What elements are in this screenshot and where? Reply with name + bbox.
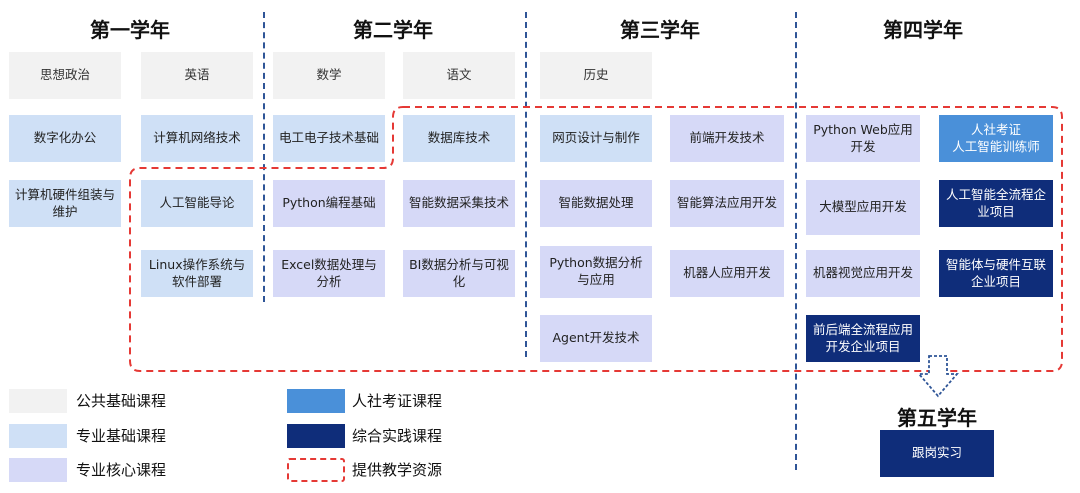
- legend-swatch-core: [9, 458, 67, 482]
- divider-year1-year2: [263, 12, 265, 302]
- course-znt: 智能体与硬件互联企业项目: [939, 250, 1053, 297]
- course-gdsx: 跟岗实习: [880, 430, 994, 477]
- course-rgznqlc: 人工智能全流程企业项目: [939, 180, 1053, 227]
- year-1-heading: 第一学年: [90, 18, 170, 42]
- course-jsjwl: 计算机网络技术: [141, 115, 253, 162]
- course-wysj: 网页设计与制作: [540, 115, 652, 162]
- course-qdkf: 前端开发技术: [670, 115, 784, 162]
- course-szhbg: 数字化办公: [9, 115, 121, 162]
- legend-swatch-public: [9, 389, 67, 413]
- course-yy: 英语: [141, 52, 253, 99]
- course-excel: Excel数据处理与分析: [273, 250, 385, 297]
- course-linux: Linux操作系统与软件部署: [141, 250, 253, 297]
- course-ls: 历史: [540, 52, 652, 99]
- year-2-heading: 第二学年: [353, 18, 433, 42]
- course-dmx: 大模型应用开发: [806, 180, 920, 235]
- course-pybc: Python编程基础: [273, 180, 385, 227]
- year-5-heading: 第五学年: [897, 406, 977, 430]
- course-sjkjs: 数据库技术: [403, 115, 515, 162]
- legend-swatch-practice: [287, 424, 345, 448]
- course-jqsj: 机器视觉应用开发: [806, 250, 920, 297]
- course-pyweb: Python Web应用开发: [806, 115, 920, 162]
- course-qhd: 前后端全流程应用开发企业项目: [806, 315, 920, 362]
- course-rskz: 人社考证 人工智能训练师: [939, 115, 1053, 162]
- course-znsjcl: 智能数据处理: [540, 180, 652, 227]
- course-agent: Agent开发技术: [540, 315, 652, 362]
- legend-label-practice: 综合实践课程: [352, 427, 443, 445]
- year-4-heading: 第四学年: [883, 18, 963, 42]
- legend-swatch-cert: [287, 389, 345, 413]
- year-3-heading: 第三学年: [620, 18, 700, 42]
- course-sxzz: 思想政治: [9, 52, 121, 99]
- legend-swatch-base: [9, 424, 67, 448]
- course-sx: 数学: [273, 52, 385, 99]
- legend-label-core: 专业核心课程: [76, 461, 167, 479]
- course-bi: BI数据分析与可视化: [403, 250, 515, 297]
- course-jsjyj: 计算机硬件组装与维护: [9, 180, 121, 227]
- course-yw: 语文: [403, 52, 515, 99]
- course-rgzndl: 人工智能导论: [141, 180, 253, 227]
- divider-year2-year3: [525, 12, 527, 357]
- course-znsf: 智能算法应用开发: [670, 180, 784, 227]
- course-znsjcj: 智能数据采集技术: [403, 180, 515, 227]
- divider-year3-year4: [795, 12, 797, 470]
- legend-label-resource: 提供教学资源: [352, 461, 443, 479]
- legend-label-cert: 人社考证课程: [352, 392, 443, 410]
- course-jqr: 机器人应用开发: [670, 250, 784, 297]
- legend-label-public: 公共基础课程: [76, 392, 167, 410]
- course-dgdz: 电工电子技术基础: [273, 115, 385, 162]
- course-pysjfx: Python数据分析与应用: [540, 246, 652, 298]
- legend-swatch-resource: [287, 458, 345, 482]
- down-arrow-icon: [917, 355, 959, 398]
- legend-label-base: 专业基础课程: [76, 427, 167, 445]
